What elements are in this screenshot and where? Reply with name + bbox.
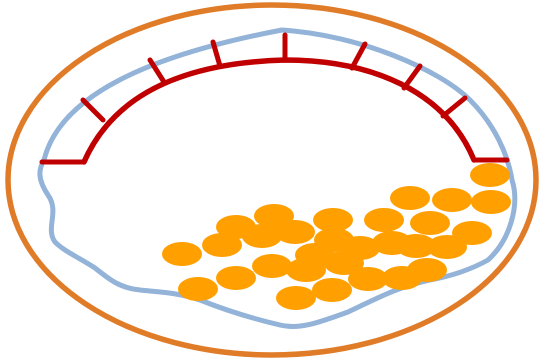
- arch-tick: [83, 100, 103, 120]
- particle: [252, 254, 292, 278]
- particle: [275, 220, 315, 244]
- particle: [162, 242, 202, 266]
- particle: [432, 188, 472, 212]
- particle: [470, 163, 510, 187]
- particle-cluster: [162, 163, 511, 310]
- particle: [410, 211, 450, 235]
- particle: [276, 286, 316, 310]
- arch-band: [42, 35, 507, 162]
- particle: [407, 258, 447, 282]
- particle: [452, 221, 492, 245]
- arch-tick: [443, 98, 465, 116]
- inner-membrane: [40, 30, 515, 327]
- particle: [178, 277, 218, 301]
- particle: [348, 267, 388, 291]
- particle: [471, 190, 511, 214]
- arch-tick: [404, 66, 420, 88]
- particle: [364, 208, 404, 232]
- particle: [216, 266, 256, 290]
- outer-ellipse: [8, 5, 536, 355]
- arch-tick: [352, 44, 365, 68]
- particle: [312, 278, 352, 302]
- particle: [390, 186, 430, 210]
